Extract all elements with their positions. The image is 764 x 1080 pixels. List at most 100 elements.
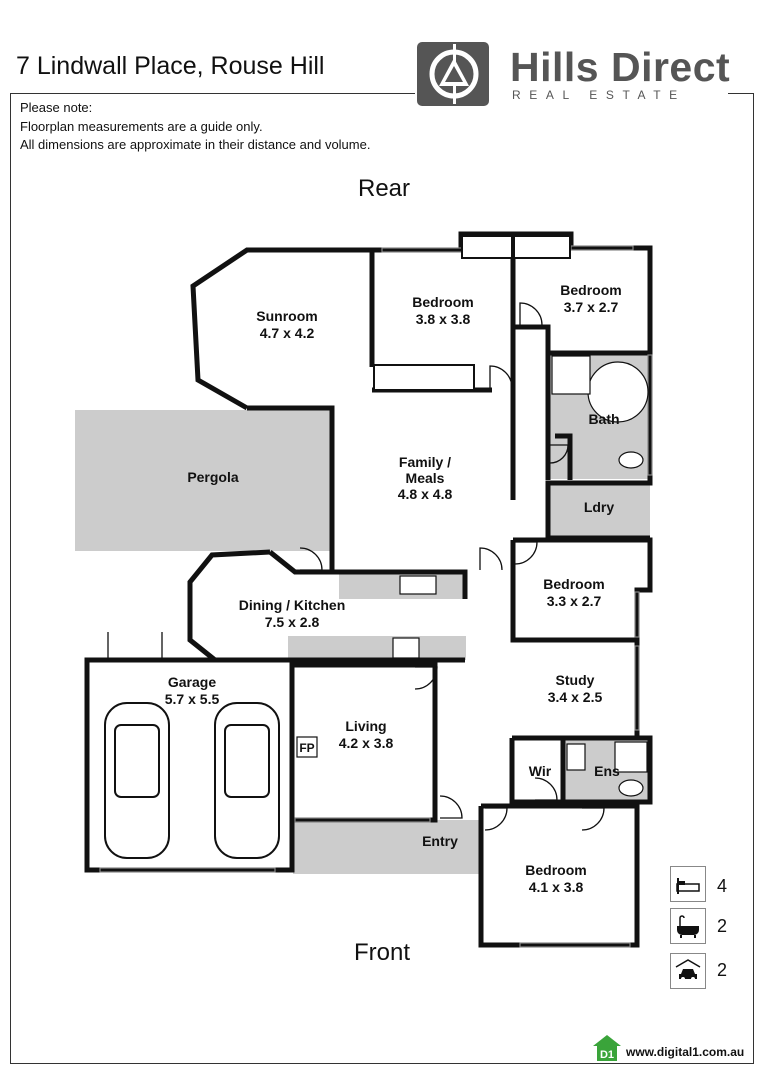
room-size: 3.7 x 2.7	[564, 299, 619, 315]
wall-family-west	[247, 405, 335, 572]
door-swing	[299, 547, 323, 571]
wall-garage	[84, 657, 295, 873]
room-name: Entry	[422, 833, 458, 849]
note-line: Floorplan measurements are a guide only.	[20, 118, 263, 134]
pergola-area	[75, 410, 332, 551]
room-name: Ens	[594, 763, 620, 779]
property-address: 7 Lindwall Place, Rouse Hill	[16, 52, 325, 80]
room-name: Sunroom	[256, 308, 317, 324]
room-name: Bedroom	[412, 294, 473, 310]
bathrooms-stat	[670, 908, 706, 944]
digital1-logo-icon: D1	[593, 1035, 621, 1061]
room-size: 4.1 x 3.8	[529, 879, 584, 895]
wall-bath-inner	[555, 433, 573, 480]
car-spaces-stat	[670, 953, 706, 989]
disclaimer-notes: Please note: Floorplan measurements are …	[20, 99, 370, 155]
car-icon	[675, 959, 701, 981]
room-name: Bedroom	[560, 282, 621, 298]
entry-porch	[293, 820, 483, 874]
door-swing	[519, 302, 543, 326]
room-size: 3.8 x 3.8	[416, 311, 471, 327]
door-swing	[414, 666, 438, 690]
room-size: 4.7 x 4.2	[260, 325, 315, 341]
door-swing	[439, 795, 463, 819]
window	[634, 645, 640, 731]
bathtub-icon	[677, 915, 699, 938]
brand-divider	[728, 93, 754, 94]
note-line: All dimensions are approximate in their …	[20, 137, 371, 152]
brand-tagline: REAL ESTATE	[512, 88, 686, 102]
window	[294, 817, 431, 823]
bathrooms-count: 2	[717, 916, 728, 936]
bed-icon	[676, 878, 700, 894]
toilet	[618, 451, 644, 469]
fireplace-box	[296, 736, 318, 758]
car-spaces-count: 2	[717, 960, 728, 980]
car-roof	[224, 724, 270, 798]
fireplace-label: FP	[299, 741, 314, 755]
door-swing	[489, 365, 513, 389]
brand-logo-icon	[417, 42, 489, 106]
room-name: Pergola	[187, 469, 239, 485]
wall-bed4	[478, 803, 640, 948]
wall-wir	[509, 735, 653, 805]
door-swing	[514, 541, 538, 565]
laundry-floor	[548, 483, 650, 538]
shower	[551, 355, 591, 395]
window	[634, 591, 640, 638]
note-line: Please note:	[20, 100, 93, 115]
wall-sunroom	[190, 247, 375, 411]
wall-bed2-south	[513, 324, 551, 480]
door-swing	[581, 807, 605, 831]
room-name: Wir	[529, 763, 552, 779]
room-name: Living	[345, 718, 386, 734]
door-swing	[479, 547, 503, 571]
room-name: Study	[556, 672, 595, 688]
shower	[614, 741, 648, 773]
wall-dining-bay	[187, 549, 271, 662]
window	[519, 942, 631, 948]
room-name: Ldry	[584, 499, 615, 515]
vanity	[566, 743, 586, 771]
orientation-front: Front	[354, 939, 410, 966]
window	[99, 867, 276, 873]
sink	[399, 575, 437, 595]
kitchen-counter	[288, 636, 466, 660]
room-size: 3.4 x 2.5	[548, 689, 603, 705]
toilet	[618, 779, 644, 797]
room-name: Family /	[399, 454, 451, 470]
room-name: Bath	[588, 411, 619, 427]
wall-kitchen-north	[268, 550, 468, 599]
bedrooms-count: 4	[717, 876, 728, 896]
brand-name: Hills Direct	[510, 44, 731, 90]
wardrobe	[513, 235, 571, 259]
room-name: Dining / Kitchen	[239, 597, 346, 613]
room-size: 4.2 x 3.8	[339, 735, 394, 751]
cooktop	[392, 637, 420, 659]
car-roof	[114, 724, 160, 798]
orientation-rear: Rear	[358, 175, 410, 202]
footer-logo-text: D1	[600, 1049, 614, 1061]
room-size: 5.7 x 5.5	[165, 691, 220, 707]
door-swing	[484, 807, 508, 831]
wall-living	[292, 662, 438, 823]
door-swing	[549, 444, 569, 464]
room-size: 3.3 x 2.7	[547, 593, 602, 609]
wardrobe	[373, 364, 475, 391]
room-name: Meals	[406, 470, 445, 486]
footer-url[interactable]: www.digital1.com.au	[626, 1045, 745, 1059]
bedrooms-stat	[670, 866, 706, 902]
room-name: Bedroom	[543, 576, 604, 592]
header-divider	[10, 93, 415, 94]
room-size: 7.5 x 2.8	[265, 614, 320, 630]
wardrobe	[461, 235, 513, 259]
room-name: Garage	[168, 674, 216, 690]
room-size: 4.8 x 4.8	[398, 486, 453, 502]
room-name: Bedroom	[525, 862, 586, 878]
window	[647, 354, 653, 476]
wall-bed3	[510, 537, 653, 643]
page-frame	[10, 94, 754, 1064]
door-swing	[534, 777, 558, 801]
door-swing	[107, 632, 163, 660]
